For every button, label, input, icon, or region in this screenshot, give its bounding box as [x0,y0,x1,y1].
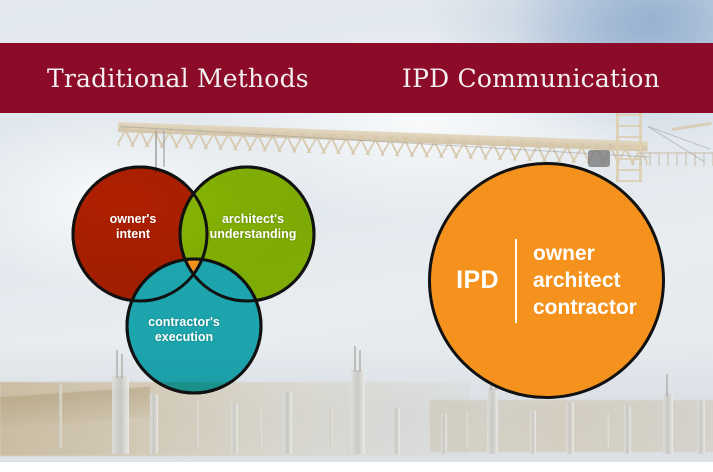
concrete-column [697,400,705,454]
ipd-diagram: IPD owner architect contractor [428,162,665,399]
concrete-column [351,370,365,454]
crane-mast-icon [616,112,642,182]
rebar-rod [359,350,361,372]
venn-label-architect: architect's understanding [209,212,297,241]
ipd-role-owner: owner [533,242,595,265]
rebar-column [330,408,333,448]
venn-svg [71,165,316,395]
rebar-column [606,414,609,448]
venn-outlines [71,165,316,395]
concrete-column [441,414,447,454]
concrete-column [231,404,238,454]
ipd-content: IPD owner architect contractor [428,162,665,399]
ipd-circle [428,162,665,399]
concrete-column [624,406,631,454]
concrete-column [112,376,129,454]
ipd-role-contractor: contractor [533,296,637,319]
rebar-rod [121,354,123,378]
venn-diagram: owner's intent architect's understanding… [57,160,327,410]
rebar-column [465,412,468,448]
concrete-column [663,394,673,454]
concrete-column [283,392,292,454]
ipd-acronym: IPD [456,266,499,294]
venn-label-owner: owner's intent [109,212,157,241]
rebar-rod [116,350,118,378]
concrete-column [530,410,536,454]
page-title-traditional: Traditional Methods [47,63,309,93]
ipd-roles-list: owner architect contractor [531,240,637,321]
rebar-column [59,384,62,448]
page-title-ipd: IPD Communication [402,63,660,93]
concrete-column [487,388,498,454]
venn-label-contractor: contractor's execution [148,315,220,344]
rebar-rod [354,346,356,372]
concrete-column [566,402,574,454]
crane-hook-line-2 [163,131,165,167]
concrete-column [150,394,158,454]
crane-hook-line [155,131,157,173]
concrete-column [393,408,400,454]
rebar-rod [666,374,668,396]
rebar-column [196,400,199,448]
ipd-role-architect: architect [533,269,621,292]
title-banner: Traditional Methods IPD Communication [0,43,713,113]
ipd-divider [515,238,517,323]
rebar-column [259,406,262,448]
